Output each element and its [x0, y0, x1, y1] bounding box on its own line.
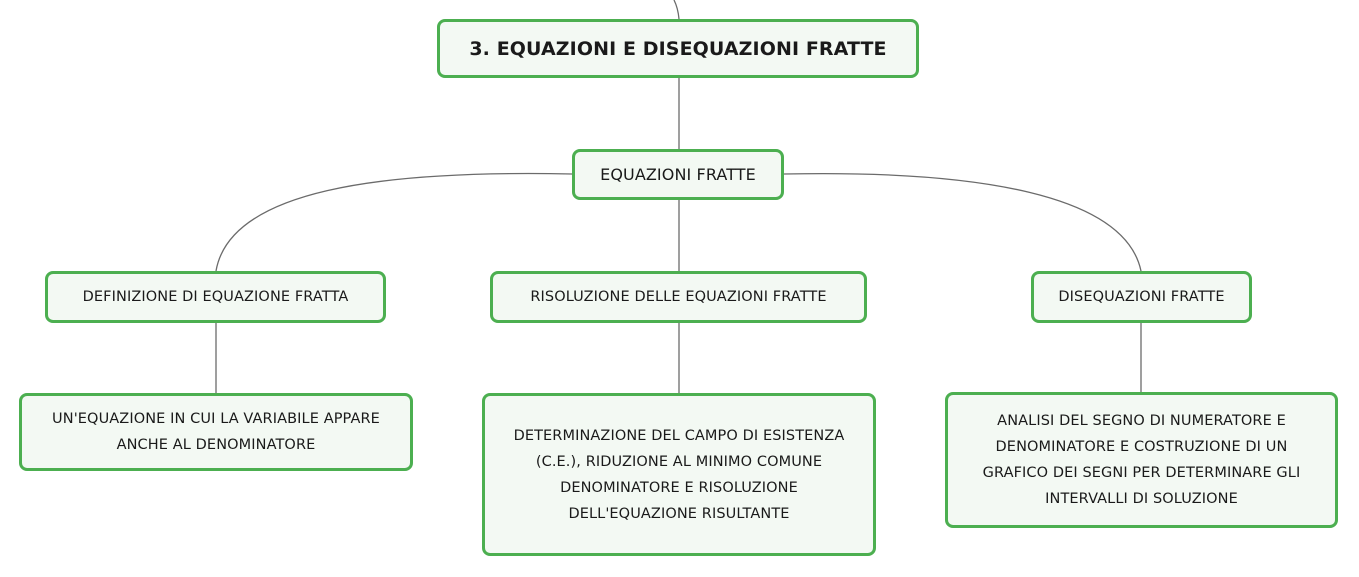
- detail-line: DETERMINAZIONE DEL CAMPO DI ESISTENZA: [513, 427, 845, 444]
- detail-node-resolution[interactable]: DETERMINAZIONE DEL CAMPO DI ESISTENZA (C…: [482, 393, 876, 556]
- detail-line: (C.E.), RIDUZIONE AL MINIMO COMUNE: [535, 453, 823, 470]
- root-node[interactable]: 3. EQUAZIONI E DISEQUAZIONI FRATTE: [437, 19, 919, 78]
- detail-line: UN'EQUAZIONE IN CUI LA VARIABILE APPARE: [52, 411, 380, 427]
- connector-center-to-inequalities: [783, 172, 1142, 272]
- branch-node-definition[interactable]: DEFINIZIONE DI EQUAZIONE FRATTA: [45, 271, 386, 323]
- detail-text: ANALISI DEL SEGNO DI NUMERATORE E DENOMI…: [983, 408, 1301, 512]
- root-node-label: 3. EQUAZIONI E DISEQUAZIONI FRATTE: [469, 37, 887, 60]
- detail-node-definition[interactable]: UN'EQUAZIONE IN CUI LA VARIABILE APPARE …: [19, 393, 413, 471]
- branch-node-inequalities[interactable]: DISEQUAZIONI FRATTE: [1031, 271, 1252, 323]
- detail-text: UN'EQUAZIONE IN CUI LA VARIABILE APPARE …: [52, 406, 380, 458]
- detail-line: DELL'EQUAZIONE RISULTANTE: [568, 505, 790, 522]
- branch-node-label: DEFINIZIONE DI EQUAZIONE FRATTA: [82, 289, 349, 305]
- detail-text: DETERMINAZIONE DEL CAMPO DI ESISTENZA (C…: [514, 423, 845, 527]
- connector-top-incoming: [673, 0, 680, 20]
- center-node-label: EQUAZIONI FRATTE: [600, 165, 756, 184]
- branch-node-label: DISEQUAZIONI FRATTE: [1058, 289, 1225, 305]
- connector-center-to-definition: [215, 172, 573, 272]
- center-node[interactable]: EQUAZIONI FRATTE: [572, 149, 784, 200]
- detail-line: DENOMINATORE E RISOLUZIONE: [560, 479, 798, 496]
- detail-line: DENOMINATORE E COSTRUZIONE DI UN: [995, 439, 1288, 455]
- detail-line: INTERVALLI DI SOLUZIONE: [1045, 491, 1238, 507]
- detail-line: ANCHE AL DENOMINATORE: [116, 437, 316, 453]
- branch-node-label: RISOLUZIONE DELLE EQUAZIONI FRATTE: [530, 289, 827, 305]
- detail-line: GRAFICO DEI SEGNI PER DETERMINARE GLI: [982, 465, 1301, 481]
- detail-line: ANALISI DEL SEGNO DI NUMERATORE E: [997, 413, 1286, 429]
- branch-node-resolution[interactable]: RISOLUZIONE DELLE EQUAZIONI FRATTE: [490, 271, 867, 323]
- detail-node-inequalities[interactable]: ANALISI DEL SEGNO DI NUMERATORE E DENOMI…: [945, 392, 1338, 528]
